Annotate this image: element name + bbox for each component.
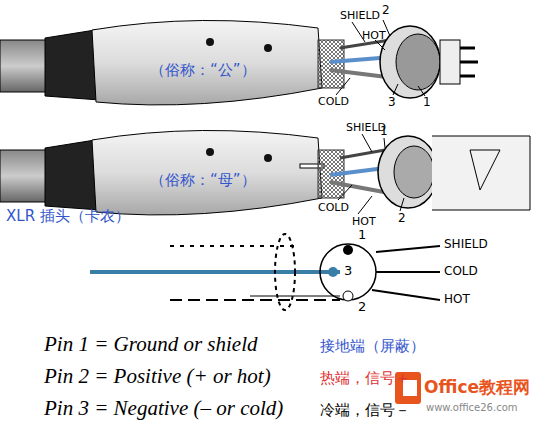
callout-number: 1 xyxy=(423,96,431,109)
pin-meaning: 接地端（屏蔽） xyxy=(320,338,425,355)
pin-label: HOT xyxy=(362,30,386,42)
pin-label: SHIELD xyxy=(340,10,380,22)
signal-name: SHIELD xyxy=(444,238,488,251)
pin-schematic xyxy=(90,234,440,310)
pin-definition: Pin 1 = Ground or shield xyxy=(44,333,257,356)
callout-number: 2 xyxy=(398,212,406,225)
caption: XLR 插头（卡农） xyxy=(6,208,130,225)
pin-meaning: 热端，信号＋ xyxy=(320,370,410,387)
pin-number: 3 xyxy=(344,264,352,278)
female-connector xyxy=(0,130,530,214)
pin-definition: Pin 2 = Positive (+ or hot) xyxy=(44,365,271,388)
pin-label: COLD xyxy=(318,202,349,214)
nickname: （俗称：“公”） xyxy=(150,62,256,79)
callout-number: 2 xyxy=(382,4,390,17)
pin-number: 1 xyxy=(358,228,366,242)
pin-label: COLD xyxy=(318,96,349,108)
pin-number: 2 xyxy=(358,300,366,314)
male-connector xyxy=(0,20,478,105)
callout-number: 1 xyxy=(380,125,388,138)
signal-name: HOT xyxy=(444,293,470,306)
pin-label: HOT xyxy=(352,216,376,228)
watermark: www.office26.com xyxy=(426,402,518,413)
watermark: Office教程网 xyxy=(424,378,530,397)
signal-name: COLD xyxy=(444,265,478,278)
nickname: （俗称：“母”） xyxy=(150,172,256,189)
pin-definition: Pin 3 = Negative (– or cold) xyxy=(44,397,283,420)
callout-number: 3 xyxy=(388,96,396,109)
pin-meaning: 冷端，信号－ xyxy=(320,402,410,419)
